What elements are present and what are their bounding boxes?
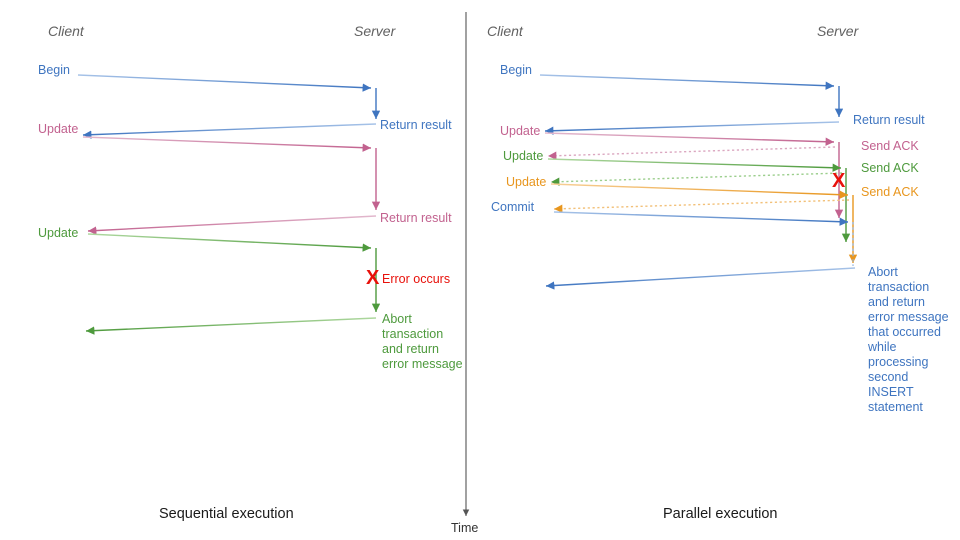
- left-panel-caption: Sequential execution: [159, 506, 294, 522]
- left-panel-messages: [77, 74, 381, 335]
- left-header-client: Client: [48, 23, 84, 39]
- right-label-send-ack-3: Send ACK: [861, 185, 919, 199]
- left-msg-update-2: [87, 233, 381, 312]
- left-error-x-icon: X: [366, 267, 380, 289]
- left-label-update-2: Update: [38, 226, 79, 240]
- right-ack-3: [553, 199, 850, 213]
- right-error-x-icon: X: [832, 170, 846, 192]
- left-msg-update-1: [82, 136, 381, 210]
- right-label-return-result: Return result: [853, 113, 925, 127]
- right-msg-commit: [553, 211, 854, 266]
- right-msg-update-1: [544, 132, 844, 218]
- right-msg-abort-return: [545, 267, 856, 290]
- right-ack-1: [547, 146, 836, 160]
- right-label-update-2: Update: [503, 149, 544, 163]
- right-panel-caption: Parallel execution: [663, 506, 778, 522]
- left-label-return-result-2: Return result: [380, 211, 452, 225]
- left-label-error-occurs: Error occurs: [382, 272, 451, 286]
- right-label-send-ack-1: Send ACK: [861, 139, 919, 153]
- right-label-update-1: Update: [500, 124, 541, 138]
- left-label-begin: Begin: [38, 63, 70, 77]
- right-header-client: Client: [487, 23, 523, 39]
- right-msg-return-result: [544, 121, 840, 135]
- right-header-server: Server: [817, 23, 859, 39]
- right-msg-update-3: [550, 183, 858, 263]
- left-label-update-1: Update: [38, 122, 79, 136]
- right-label-commit: Commit: [491, 200, 535, 214]
- right-msg-update-2: [547, 158, 851, 242]
- left-msg-abort-return: [85, 317, 377, 335]
- left-label-return-result-1: Return result: [380, 118, 452, 132]
- right-label-begin: Begin: [500, 63, 532, 77]
- left-header-server: Server: [354, 23, 396, 39]
- right-panel-messages: [539, 74, 858, 290]
- left-msg-return-result-2: [87, 215, 377, 235]
- right-label-send-ack-2: Send ACK: [861, 161, 919, 175]
- right-ack-2: [550, 172, 843, 186]
- left-msg-begin: [77, 74, 381, 119]
- time-axis-label: Time: [451, 521, 479, 535]
- right-msg-begin: [539, 74, 844, 117]
- right-label-update-3: Update: [506, 175, 547, 189]
- left-msg-return-result-1: [82, 123, 377, 139]
